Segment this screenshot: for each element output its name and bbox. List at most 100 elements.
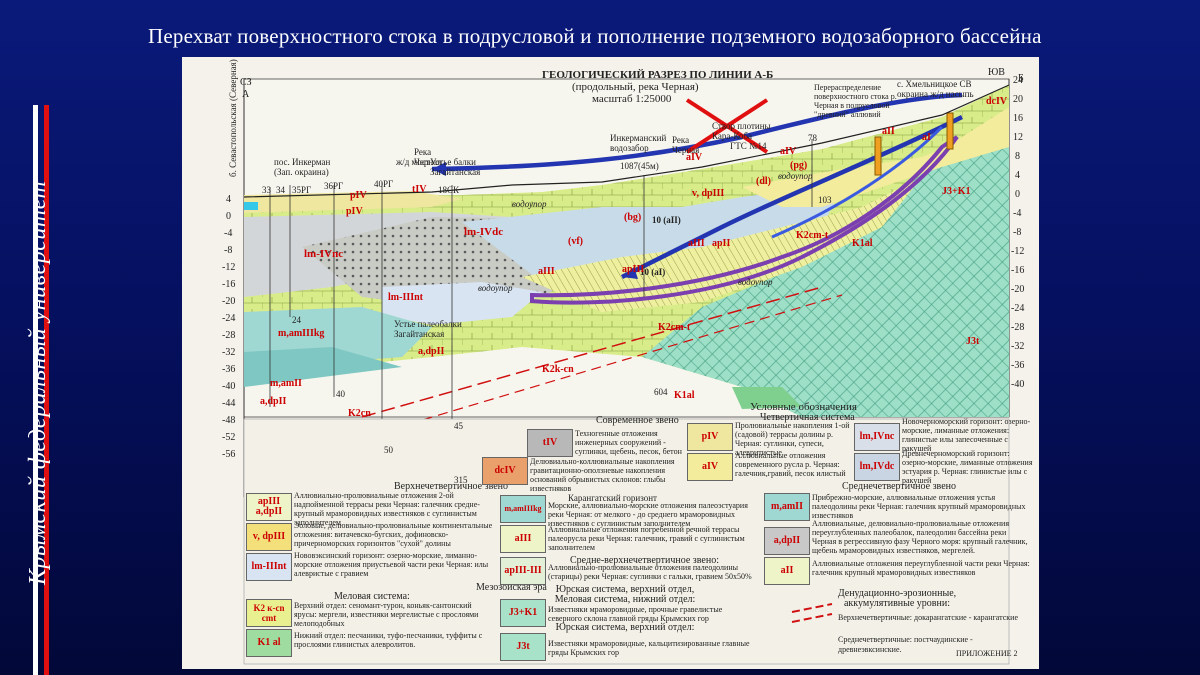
depth-label: 10 (аII) [652, 215, 681, 225]
surface-flow-arrow [431, 92, 963, 172]
legend-text: Новочерноморский горизонт: озерно-морски… [902, 417, 1031, 453]
unit-label: aIV [686, 152, 703, 163]
legend-jurassic-up: Юрская система, верхний отдел, Меловая с… [554, 584, 696, 605]
legend-upper: Верхнечетвертичное звено [394, 481, 509, 492]
subsurface-flow-arrow [620, 114, 964, 280]
legend-swatch: K2 к-сn cmt [246, 599, 292, 627]
legend-swatch: m,amII [764, 493, 810, 521]
jurassic-limestone-layer [642, 147, 1009, 417]
aquifer-outline [530, 135, 959, 305]
left-tick: -44 [222, 398, 236, 409]
aquitard-label: водоупор [512, 199, 547, 209]
legend-text: Делювиально-коллювиальные накопления гра… [530, 457, 675, 493]
right-tick: 0 [1015, 189, 1020, 200]
left-tick: -52 [222, 432, 236, 443]
right-tick: -20 [1011, 284, 1025, 295]
legend-modern: Современное звено [596, 415, 679, 426]
label-river-chernaya-1: Река Черная [414, 147, 442, 167]
legend-swatch: K1 al [246, 629, 292, 657]
intake-marker [946, 112, 954, 150]
right-letter: Б [1018, 73, 1024, 84]
well-label: 34 [276, 185, 285, 195]
unit-label: pIV [350, 190, 367, 201]
aiv-layer [742, 107, 1009, 207]
label-paleo-mouth: Устье палеобалки Загайтанская [394, 319, 462, 339]
geological-section-sheet: ГЕОЛОГИЧЕСКИЙ РАЗРЕЗ ПО ЛИНИИ А-Б (продо… [182, 57, 1039, 669]
unit-label: K1al [674, 390, 695, 401]
right-tick: 20 [1013, 94, 1023, 105]
depth-label: 10 (аI) [640, 267, 666, 277]
right-tick: -28 [1011, 322, 1025, 333]
legend-cretaceous: Меловая система: [334, 591, 410, 602]
legend-denudation: Денудационно-эрозионные, аккумулятивные … [837, 588, 957, 609]
legend-text: Прибрежно-морские, аллювиальные отложени… [812, 493, 1026, 520]
legend-jurassic: Юрская система, верхний отдел: [555, 622, 695, 633]
label-zagaitan-mouth: Устье балки Загайтанская [430, 157, 481, 177]
legend-text: Аллювиальные отложения погребенной речно… [548, 525, 745, 552]
right-tick: 12 [1013, 132, 1023, 143]
legend-swatch: lm,IVnc [854, 423, 900, 451]
label-khmelnitskoe: с. Хмельницкое СВ окраина ж/д насыпь [897, 79, 974, 99]
left-tick: -20 [222, 296, 236, 307]
depth-label: 40 [336, 389, 345, 399]
well-label: 604 [654, 387, 668, 397]
left-tick: -40 [222, 381, 236, 392]
left-tick: -16 [222, 279, 236, 290]
right-tick: -12 [1011, 246, 1025, 257]
unit-label: K2cm-t [796, 230, 829, 241]
depth-label: 45 [454, 421, 463, 431]
unit-label: J3+K1 [942, 186, 971, 197]
legend-heading: Условные обозначения [750, 401, 857, 413]
legend-swatch: tIV [527, 429, 573, 457]
legend-text: Аллювиальные отложения переуглубленной ч… [812, 559, 1030, 577]
well-label: 40РГ [374, 179, 394, 189]
legend-quaternary: Четвертичная система [760, 412, 855, 423]
v-dpiii-layer [522, 177, 922, 312]
depth-label: 50 [384, 445, 393, 455]
left-tick: -24 [222, 313, 236, 324]
aquitard-label: водоупор [478, 283, 513, 293]
unit-label: aIV [780, 146, 797, 157]
right-tick: -8 [1013, 227, 1022, 238]
label-inkerman-west: пос. Инкерман (Зап. окраина) [274, 157, 331, 177]
legend-level-upper: Верхнечетвертичные: докарангатские - кар… [838, 613, 1019, 622]
lm-iiint-layer [382, 282, 542, 325]
unit-label: a,dpII [260, 396, 287, 407]
right-tick: -24 [1011, 303, 1025, 314]
legend-swatch: aIV [687, 453, 733, 481]
left-tick: -8 [224, 245, 233, 256]
unit-label: J3t [966, 336, 980, 347]
right-direction: ЮВ [988, 67, 1005, 78]
left-letter: А [242, 89, 250, 100]
unit-label: K2k-cn [542, 364, 574, 375]
left-tick: -12 [222, 262, 236, 273]
k1al-block [732, 387, 802, 409]
left-tick: -28 [222, 330, 236, 341]
well-label: 35РГ [292, 185, 312, 195]
aquifer-flow-arrow [771, 125, 944, 239]
unit-label: lm-IVdc [464, 226, 504, 238]
unit-label: tIV [412, 184, 427, 195]
unit-label: K2cm-t [658, 322, 691, 333]
label-inkerman-intake: Инкерманский водозабор [610, 133, 667, 153]
unit-label: aII [882, 126, 895, 137]
left-tick: 0 [226, 211, 231, 222]
well-label: 33 [262, 185, 271, 195]
legend-level-middle: Среднечетвертичные: постчаудинские - дре… [838, 635, 973, 654]
legend-mesozoic: Мезозойская эра [476, 582, 547, 593]
legend-swatch: J3+K1 [500, 599, 546, 627]
legend-annex: ПРИЛОЖЕНИЕ 2 [956, 649, 1018, 658]
depth-label: 24 [292, 315, 301, 325]
unit-label: (bg) [624, 212, 642, 223]
legend-text: Техногенные отложения инженерных сооруже… [575, 429, 682, 456]
denudation-level-line [391, 294, 843, 430]
legend-karangat: Карангатский горизонт [568, 493, 657, 503]
section-subtitle: (продольный, река Черная) [572, 81, 699, 93]
legend-text: Аллювиальные, делювиально-пролювиальные … [812, 519, 1028, 555]
right-tick: 16 [1013, 113, 1023, 124]
label-bay: б. Севастопольская (Северная) [228, 59, 238, 177]
side-stripe-white [33, 105, 38, 675]
unit-label: apIII [622, 264, 645, 275]
label-rail-bridge: ж/д мост [396, 157, 430, 167]
well-label: 315 [454, 475, 468, 485]
